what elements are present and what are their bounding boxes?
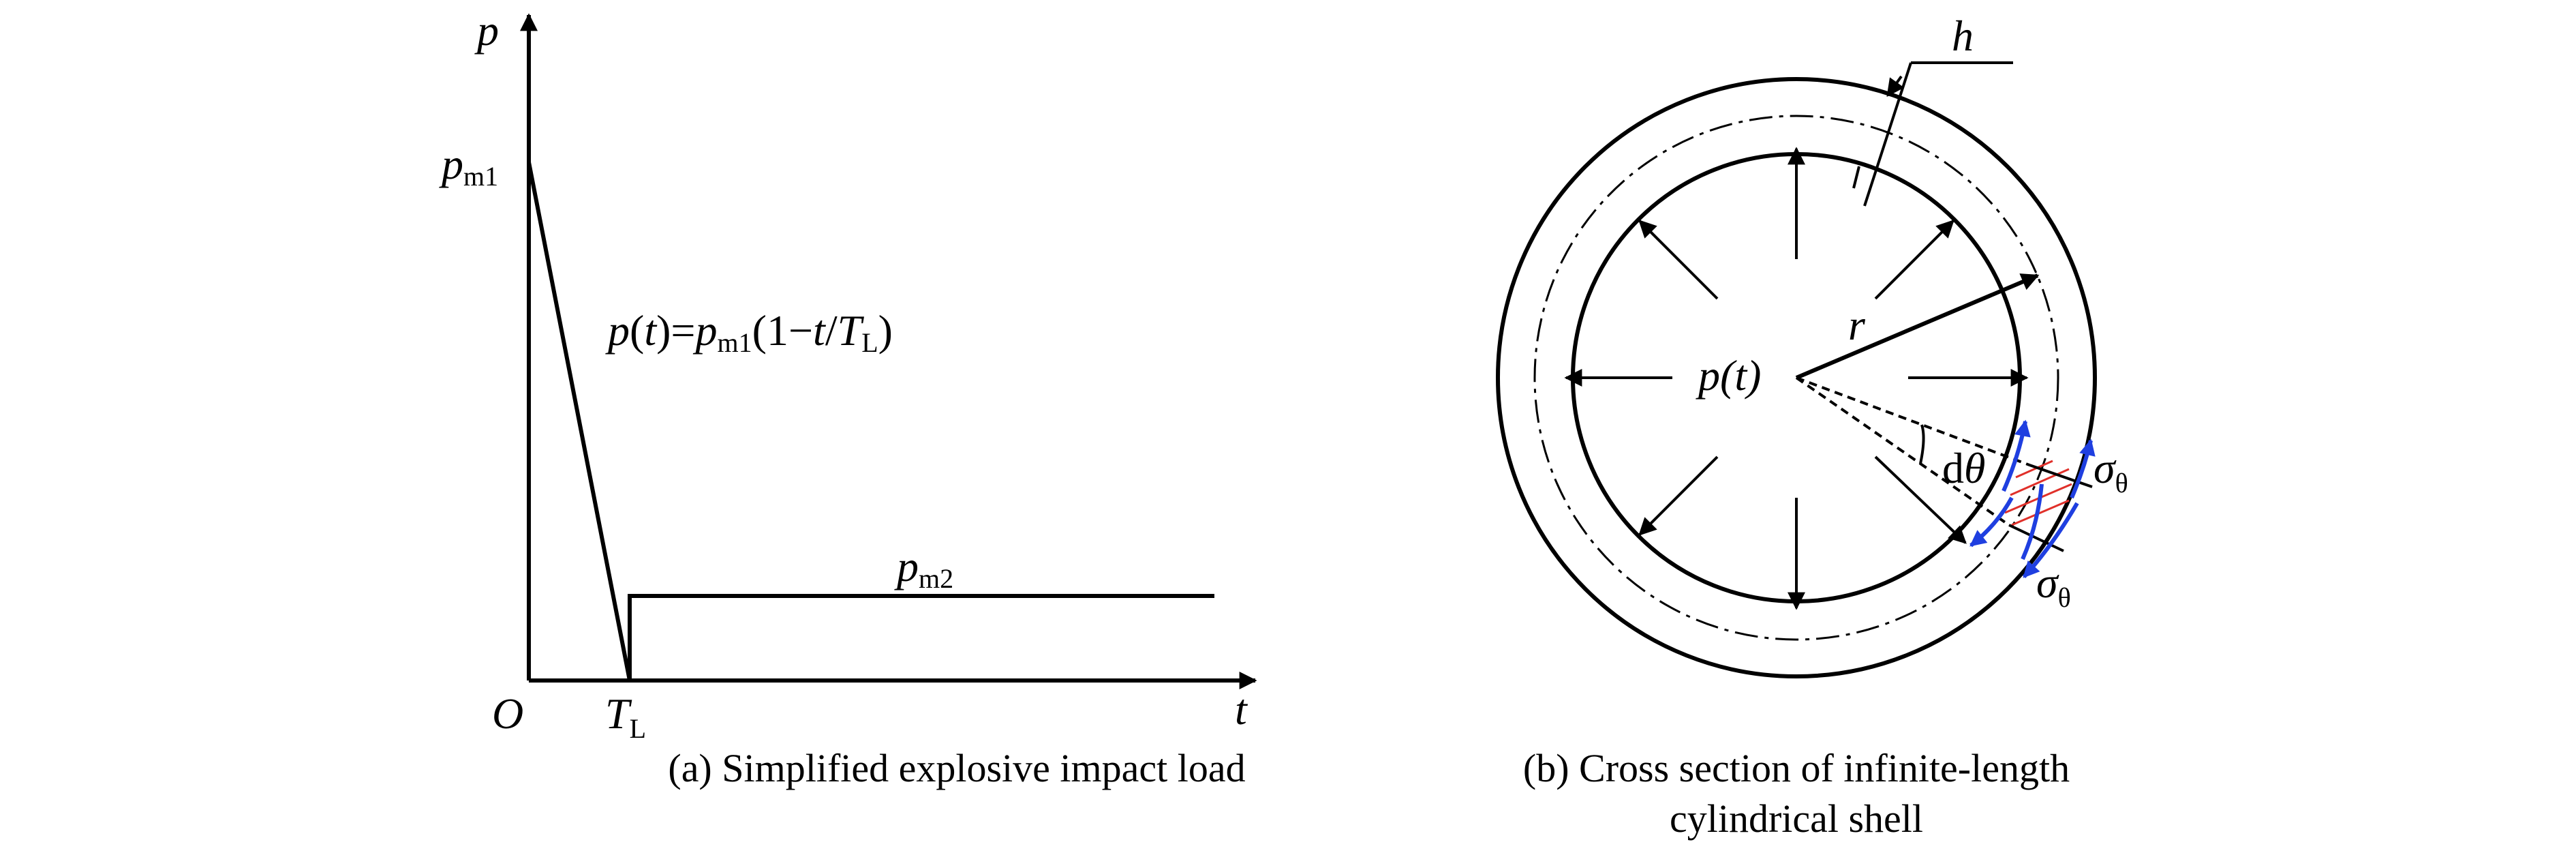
caption-b-line2: cylindrical shell <box>1670 796 1923 841</box>
duration-subscript: L <box>630 713 646 744</box>
duration-label: TL <box>605 689 646 744</box>
peak-pressure-symbol: p <box>439 140 463 188</box>
origin-label: O <box>492 689 523 738</box>
stress-arrow-outer-up <box>2070 438 2096 499</box>
hoop-stress-arrows <box>1969 419 2096 579</box>
thickness-leader-diagonal <box>1863 62 1912 207</box>
radius-arrow <box>1795 273 2040 380</box>
residual-pressure-subscript: m2 <box>919 563 953 594</box>
pressure-arrow-up-left <box>1638 220 1719 300</box>
residual-pressure-label: pm2 <box>894 542 953 594</box>
y-axis-label: p <box>474 6 499 55</box>
shell-element-hatch <box>2004 460 2072 526</box>
caption-a: (a) Simplified explosive impact load <box>668 746 1245 790</box>
panel-b-shell-section: r p(t) dθ σθ σθ <box>1496 12 2128 841</box>
stress-arrow-inner-up <box>2002 419 2031 492</box>
pressure-arrows <box>1564 147 2029 610</box>
stress-label-lower: σθ <box>2036 558 2071 613</box>
pressure-arrow-down-left <box>1638 455 1719 536</box>
peak-pressure-label: pm1 <box>439 140 498 192</box>
residual-pressure-symbol: p <box>894 542 919 590</box>
thickness-arrow-outer <box>1886 75 1905 98</box>
load-equation: p(t)=pm1(1−t/TL) <box>605 306 893 358</box>
peak-pressure-subscript: m1 <box>463 161 498 192</box>
mid-surface <box>1533 115 2059 641</box>
element-edge-lower <box>2008 524 2064 552</box>
angle-label: dθ <box>1942 444 1985 492</box>
pressure-arrow-up-right <box>1874 220 1954 300</box>
element-edge-upper <box>2029 464 2093 488</box>
thickness-arrow-inner <box>1852 166 1860 189</box>
stress-arrow-inner-down <box>1969 496 2014 548</box>
caption-b-line1: (b) Cross section of infinite-length <box>1523 746 2070 790</box>
x-axis-label: t <box>1235 685 1248 734</box>
angle-line-upper <box>1796 376 2030 466</box>
angle-arc <box>1919 424 1925 464</box>
duration-symbol: T <box>605 689 632 738</box>
thickness-annotation <box>1852 61 2013 207</box>
outer-wall <box>1496 77 2097 678</box>
stress-arrow-outer-down <box>2022 502 2079 579</box>
stress-label-upper: σθ <box>2094 444 2128 498</box>
thickness-label: h <box>1952 12 1974 60</box>
angle-line-lower <box>1795 376 2010 526</box>
pressure-label: p(t) <box>1696 351 1761 400</box>
radius-label: r <box>1848 301 1866 349</box>
load-curve <box>527 162 1214 681</box>
pressure-arrow-down-right <box>1874 455 1967 544</box>
panel-a-load-curve: p t O pm1 TL pm2 p(t)=pm1(1−t/TL) (a) Si… <box>439 6 1257 790</box>
stress-arrow-mid <box>2021 483 2044 560</box>
